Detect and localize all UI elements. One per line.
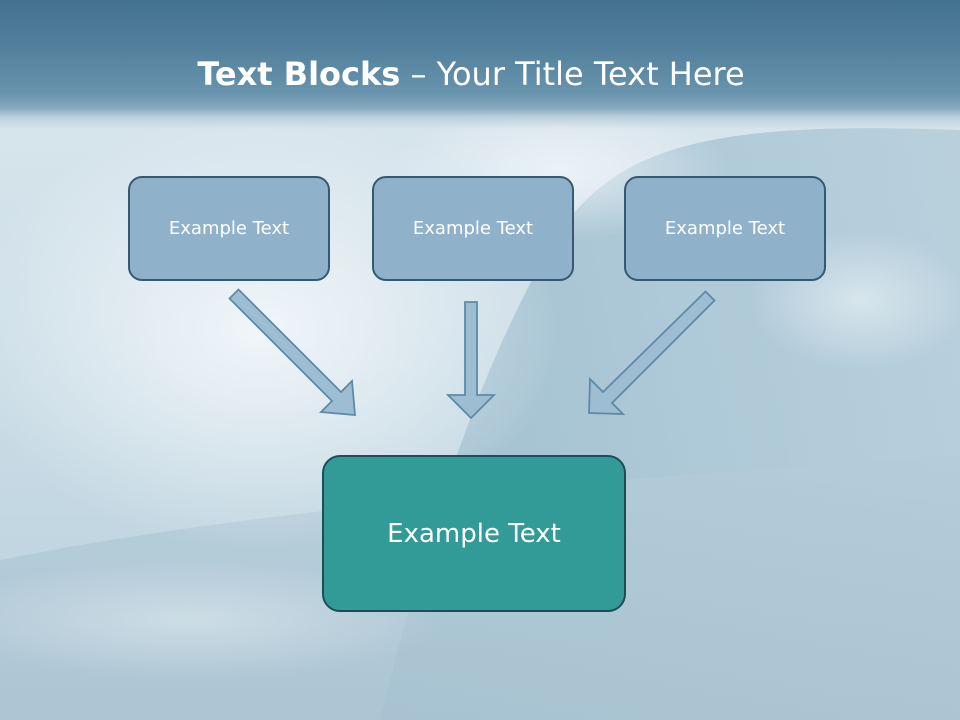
title-separator: – (400, 55, 437, 93)
title-rest-part: Your Title Text Here (436, 55, 745, 93)
example-text-main-block: Example Text (322, 455, 626, 612)
title-bold-part: Text Blocks (197, 55, 401, 93)
slide-title: Text Blocks – Your Title Text Here (0, 52, 942, 96)
main-block-label: Example Text (387, 518, 561, 549)
example-text-block-left: Example Text (128, 176, 330, 281)
title-band (0, 0, 960, 150)
block-label: Example Text (412, 218, 534, 239)
arrow-down-right-icon (228, 288, 356, 416)
block-label: Example Text (664, 218, 786, 239)
arrow-down-icon (445, 301, 497, 420)
example-text-block-right: Example Text (624, 176, 826, 281)
arrow-down-left-icon (588, 290, 716, 415)
example-text-block-center: Example Text (372, 176, 574, 281)
block-label: Example Text (168, 218, 290, 239)
